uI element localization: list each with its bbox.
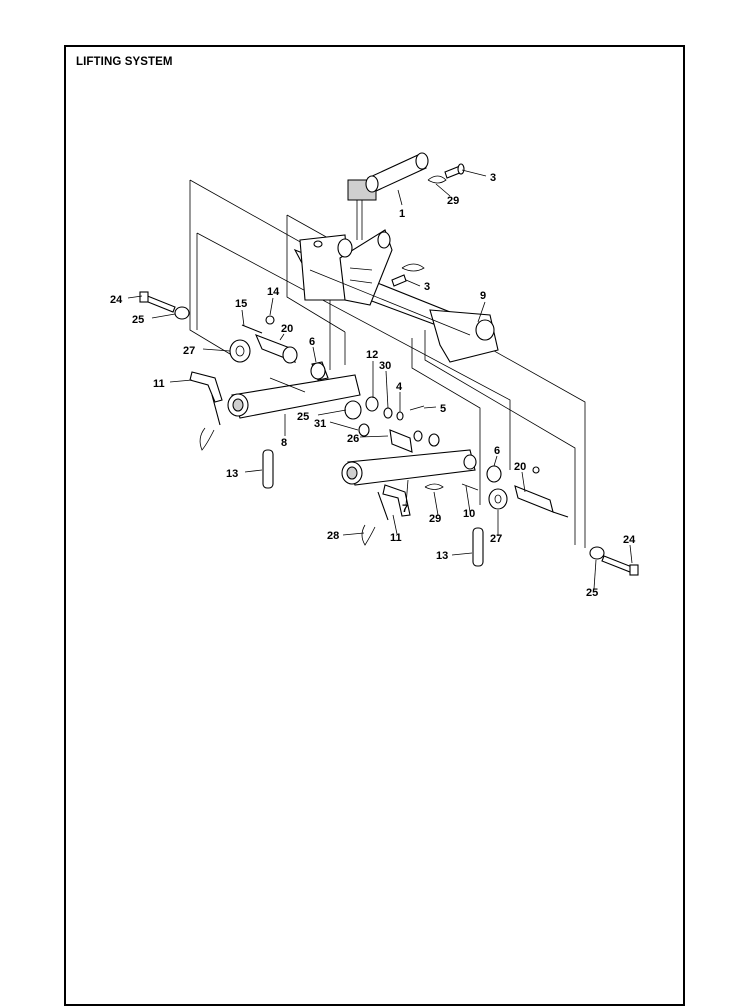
callout-10: 10 — [463, 508, 475, 520]
callout-6-right: 6 — [494, 445, 500, 457]
pin-part-11-right — [361, 483, 479, 546]
washer-stack-center — [358, 396, 440, 453]
callout-13-right: 13 — [436, 550, 448, 562]
callout-7: 7 — [402, 503, 408, 515]
lever-arm-part-7-right — [341, 449, 477, 486]
callout-6-left: 6 — [309, 336, 315, 348]
lever-arm-part-8-left — [227, 374, 362, 420]
callout-13-left: 13 — [226, 468, 238, 480]
callout-31: 31 — [314, 418, 326, 430]
callout-11-left: 11 — [153, 378, 165, 390]
callout-4: 4 — [396, 381, 403, 393]
lift-actuator-part-1 — [347, 152, 429, 240]
callout-24-left: 24 — [110, 294, 123, 306]
callout-labels: 1 3 29 3 9 24 25 15 14 20 6 27 11 12 30 … — [110, 172, 636, 599]
callout-15: 15 — [235, 298, 247, 310]
leader-lines — [127, 169, 633, 590]
callout-27-left: 27 — [183, 345, 195, 357]
callout-3-middle: 3 — [424, 281, 430, 293]
callout-29-upper: 29 — [447, 195, 459, 207]
callout-25-center: 25 — [297, 411, 309, 423]
callout-25-left: 25 — [132, 314, 144, 326]
callout-25-right: 25 — [586, 587, 598, 599]
callout-1: 1 — [399, 208, 405, 220]
roller-part-27-left — [229, 339, 251, 363]
strap-part-13-left — [262, 449, 274, 489]
pin-part-3-middle — [391, 263, 425, 287]
strap-part-13-right — [472, 527, 484, 567]
pin-part-11-left — [189, 371, 223, 451]
callout-3-upper: 3 — [490, 172, 496, 184]
callout-30: 30 — [379, 360, 391, 372]
callout-8: 8 — [281, 437, 287, 449]
callout-26: 26 — [347, 433, 359, 445]
callout-29-lower: 29 — [429, 513, 441, 525]
callout-9: 9 — [480, 290, 486, 302]
pin-part-3-upper — [427, 163, 465, 184]
bolt-part-24-right — [589, 546, 639, 576]
callout-24-right: 24 — [623, 534, 636, 546]
callout-14: 14 — [267, 286, 280, 298]
bolt-part-24-left — [139, 291, 190, 320]
shaft-part-20-left — [241, 315, 298, 364]
lifting-frame-main — [293, 229, 499, 363]
callout-20-right: 20 — [514, 461, 526, 473]
callout-11-right: 11 — [390, 532, 402, 544]
diagram-frame — [64, 45, 685, 1006]
callout-20-left: 20 — [281, 323, 293, 335]
bushing-part-6-left — [310, 361, 329, 381]
callout-27-right: 27 — [490, 533, 502, 545]
callout-5: 5 — [440, 403, 446, 415]
shaft-part-20-right — [486, 465, 569, 518]
page-title: LIFTING SYSTEM — [76, 56, 173, 68]
callout-28: 28 — [327, 530, 339, 542]
callout-12: 12 — [366, 349, 378, 361]
